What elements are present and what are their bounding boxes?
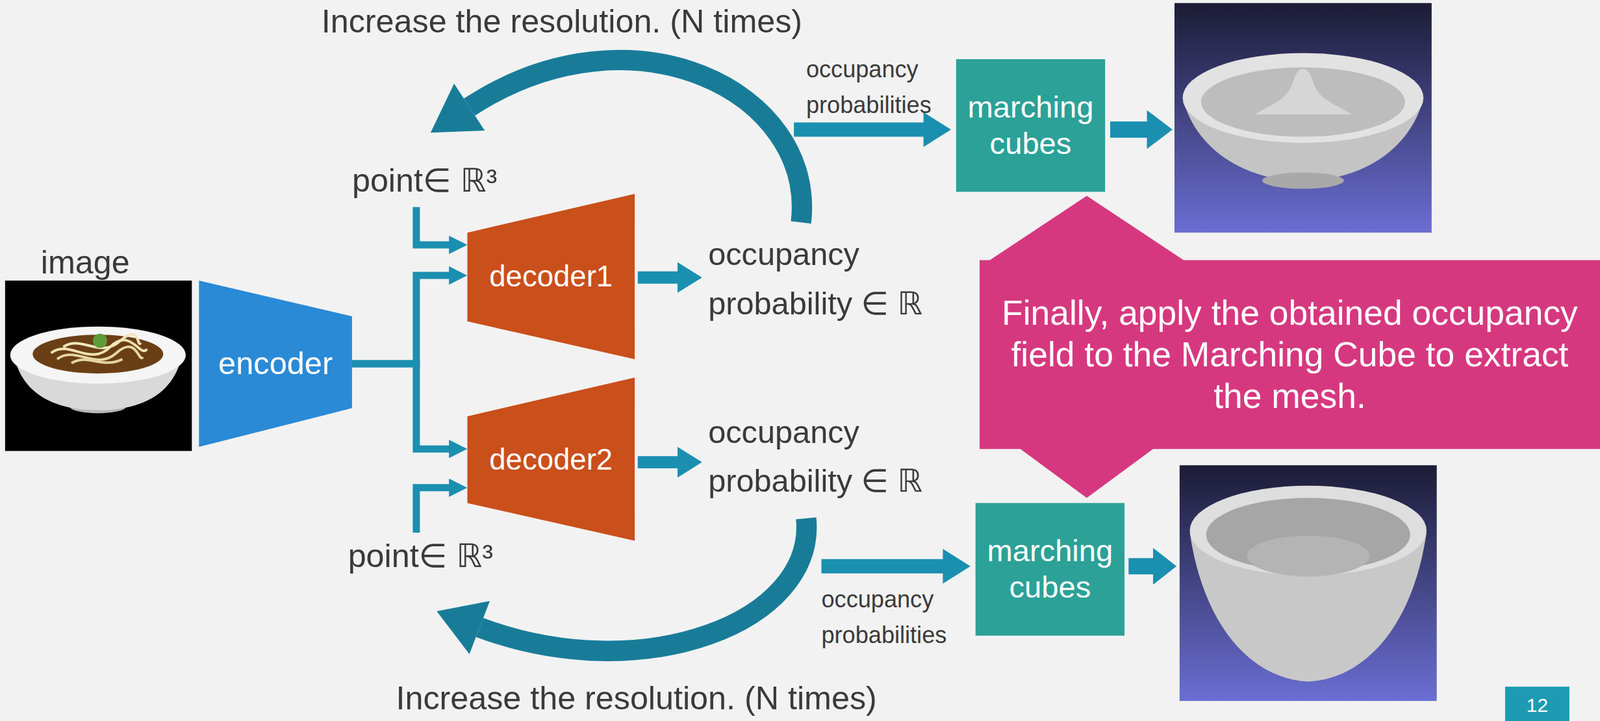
output-arrow <box>637 262 703 293</box>
photo-background <box>5 280 192 451</box>
output-label: occupancy probability ∈ ℝ <box>708 230 969 329</box>
connector-arrow <box>352 363 457 449</box>
node-text: Finally, apply the obtained occupancy fi… <box>993 292 1586 418</box>
mesh-rim <box>1182 53 1424 143</box>
encoder-block: encoder <box>198 280 353 447</box>
decoder-block-fill <box>467 193 635 359</box>
decoder-block: decoder1 <box>467 193 635 359</box>
mesh-render <box>1179 465 1437 701</box>
node-text: marching cubes <box>964 88 1097 163</box>
node-text: marching cubes <box>983 532 1117 607</box>
loop-note: Increase the resolution. (N times) <box>395 680 877 717</box>
noodle <box>63 334 141 349</box>
marching-cubes-box: marching cubes <box>975 502 1125 636</box>
mesh-bump <box>1255 68 1352 115</box>
point-arrows <box>416 207 457 533</box>
input-arrow <box>821 548 970 584</box>
input-wire <box>416 207 457 245</box>
connector-arrow <box>352 275 457 364</box>
input-label: point∈ ℝ³ <box>348 536 494 576</box>
image-label: image <box>40 242 130 282</box>
callout-box: Finally, apply the obtained occupancy fi… <box>979 196 1600 499</box>
output-arrow <box>1128 548 1177 586</box>
page-number: 12 <box>1505 686 1570 721</box>
decoder-block-fill <box>467 377 635 541</box>
marching-cubes-box-fill <box>956 59 1105 192</box>
mesh-render <box>1174 3 1432 233</box>
page-number-fill <box>1505 686 1570 721</box>
output-arrow <box>637 446 703 478</box>
node-text: decoder1 <box>489 258 613 295</box>
input-wire <box>416 487 457 533</box>
output-arrow <box>1110 110 1173 150</box>
marching-cubes-box-fill <box>975 502 1125 636</box>
loop-arrow <box>469 60 803 223</box>
bowl-rim <box>10 326 186 384</box>
mesh-interior <box>1201 67 1406 138</box>
output-label: occupancy probability ∈ ℝ <box>708 407 969 507</box>
mesh-bottom <box>1247 535 1370 577</box>
node-text: 12 <box>1526 695 1549 719</box>
marching-cubes-box: marching cubes <box>956 59 1105 192</box>
callout-box-fill <box>979 196 1600 499</box>
signal-label: occupancy probabilities <box>821 581 965 652</box>
decoder-block: decoder2 <box>467 377 635 541</box>
loop-arrowhead <box>430 83 485 133</box>
garnish <box>92 333 108 349</box>
noodle <box>71 359 123 364</box>
loop-arrowhead <box>436 600 490 655</box>
node-text: decoder2 <box>489 441 613 478</box>
render-background <box>1179 465 1437 701</box>
signal-label: occupancy probabilities <box>806 51 950 123</box>
input-label: point∈ ℝ³ <box>352 161 497 201</box>
node-text: encoder <box>218 344 333 383</box>
mesh-foot <box>1262 172 1345 189</box>
loop-arrow <box>479 518 807 651</box>
loop-note: Increase the resolution. (N times) <box>321 3 803 41</box>
encoder-block-fill <box>198 280 353 447</box>
render-background <box>1174 3 1432 233</box>
food-photo <box>5 280 192 451</box>
marching-cubes-box-outline <box>956 59 1105 192</box>
edge-group <box>352 275 457 449</box>
marching-cubes-box-outline <box>975 502 1125 636</box>
